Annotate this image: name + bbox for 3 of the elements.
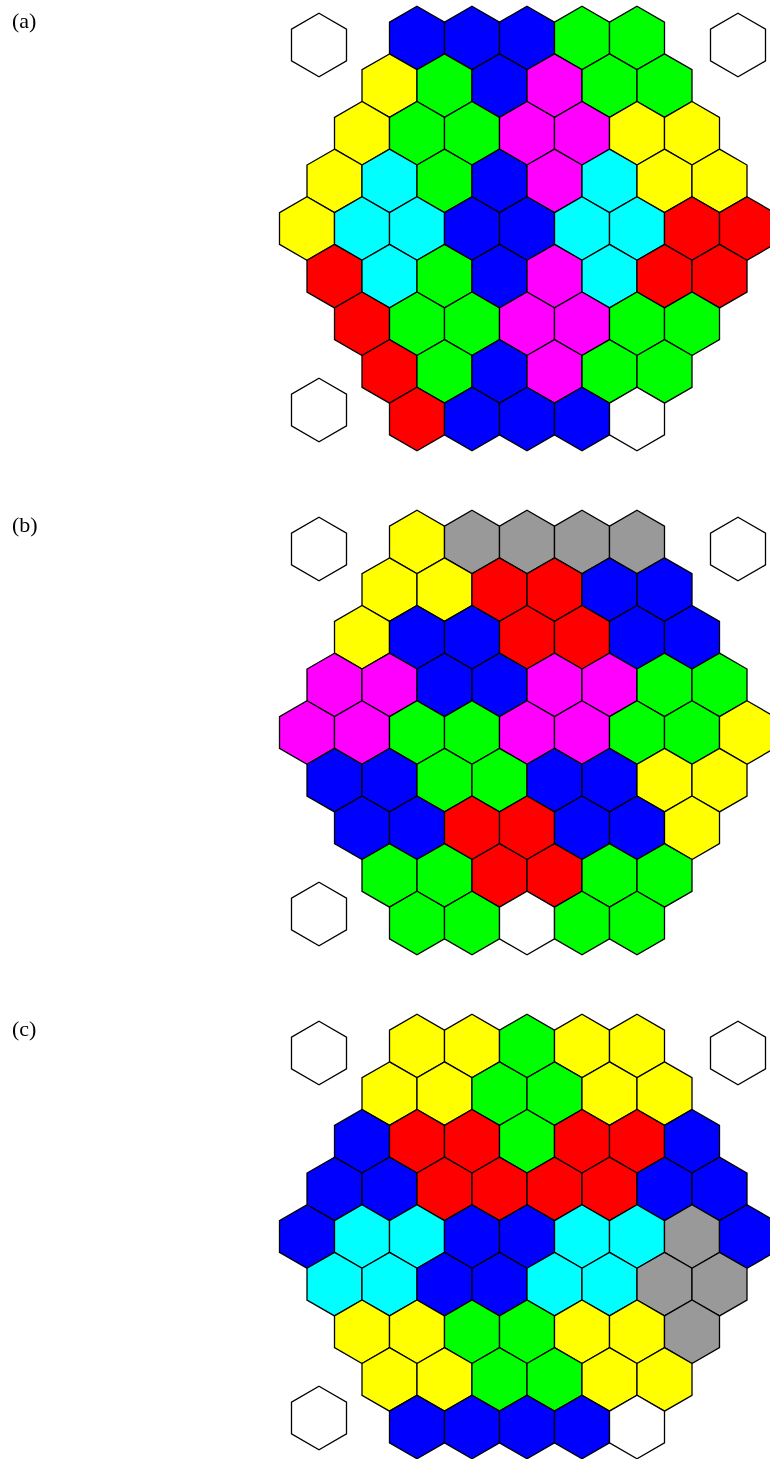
panel-label: (b) <box>12 512 38 538</box>
panel-label: (c) <box>12 1016 37 1042</box>
panel-label: (a) <box>12 8 37 34</box>
